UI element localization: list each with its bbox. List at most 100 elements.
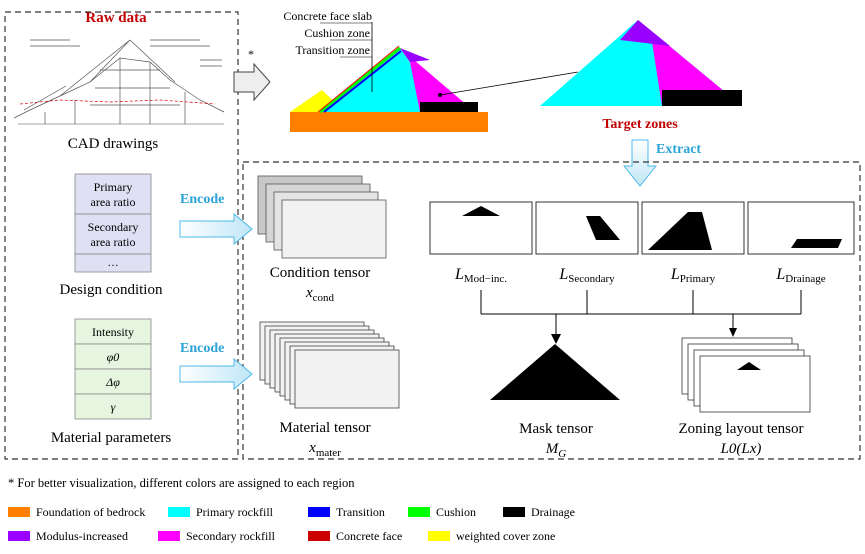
- layer-primary-sub: Primary: [680, 273, 716, 285]
- mask-tensor-shape: [490, 344, 620, 400]
- layer-mod-inc-sub: Mod−inc.: [464, 273, 507, 285]
- legend-label-cushion: Cushion: [436, 504, 477, 519]
- zoning-tensor-stack: [681, 337, 811, 413]
- zoning-tensor-formula: L0(Lx): [720, 441, 762, 457]
- mask-symbol-main: M: [545, 441, 560, 457]
- design-condition-stack: Primary area ratio Secondary area ratio …: [74, 173, 152, 273]
- legend-swatch-concrete-face: [308, 531, 330, 541]
- cad-to-dam-arrow: [233, 62, 271, 102]
- layer-label-secondary: LSecondary: [558, 266, 615, 285]
- legend-swatch-primary-rockfill: [168, 507, 190, 517]
- legend-item-cushion: Cushion: [408, 505, 503, 520]
- legend-row-1: Foundation of bedrock Primary rockfill T…: [8, 500, 858, 524]
- zoning-tensor-label: Zoning layout tensor: [679, 421, 804, 437]
- legend-item-foundation: Foundation of bedrock: [8, 505, 168, 520]
- legend-swatch-modulus-increased: [8, 531, 30, 541]
- layer-drainage-symbol: L: [775, 266, 785, 283]
- layer-box-drainage: [747, 201, 855, 255]
- dam-label-cushion: Cushion zone: [304, 26, 370, 40]
- dam-label-face-slab: Concrete face slab: [283, 9, 372, 23]
- mask-symbol-sub: G: [558, 448, 566, 460]
- legend-swatch-foundation: [8, 507, 30, 517]
- encode-label-condition: Encode: [180, 192, 224, 207]
- legend-item-concrete-face: Concrete face: [308, 529, 428, 544]
- processing-panel: [242, 161, 861, 460]
- legend-item-modulus-increased: Modulus-increased: [8, 529, 158, 544]
- material-tensor-label: Material tensor: [279, 420, 370, 436]
- mask-arrowhead: [551, 334, 561, 344]
- material-item-phi0: φ0: [107, 350, 120, 364]
- condition-symbol-sub: cond: [313, 292, 335, 304]
- condition-symbol-main: x: [305, 285, 313, 301]
- mask-tensor-label: Mask tensor: [519, 421, 593, 437]
- layer-secondary-sub: Secondary: [568, 273, 615, 285]
- legend-label-weighted-cover: weighted cover zone: [456, 528, 556, 543]
- material-parameters-stack: Intensity φ0 Δφ γ: [74, 318, 152, 420]
- legend-label-transition: Transition: [336, 504, 385, 519]
- condition-tensor-label: Condition tensor: [270, 265, 370, 281]
- material-item-gamma: γ: [111, 400, 116, 414]
- zoning-arrowhead: [729, 328, 737, 337]
- layer-secondary-symbol: L: [558, 266, 568, 283]
- material-parameters-label: Material parameters: [51, 430, 172, 446]
- material-tensor-stack: [259, 321, 400, 409]
- layer-box-secondary: [535, 201, 639, 255]
- layer-box-primary: [641, 201, 745, 255]
- legend-swatch-cushion: [408, 507, 430, 517]
- legend: * For better visualization, different co…: [8, 474, 858, 548]
- layer-label-mod-inc: LMod−inc.: [454, 266, 507, 285]
- legend-note: * For better visualization, different co…: [8, 476, 355, 490]
- layer-label-drainage: LDrainage: [775, 266, 825, 285]
- layer-label-primary: LPrimary: [670, 266, 716, 285]
- condition-tensor-stack: [257, 175, 387, 259]
- layer-drainage-sub: Drainage: [785, 273, 825, 285]
- legend-label-modulus-increased: Modulus-increased: [36, 528, 128, 543]
- encode-label-material: Encode: [180, 341, 224, 356]
- layer-mod-inc-symbol: L: [454, 266, 464, 283]
- cad-drawing-image: [13, 28, 225, 128]
- dam-cross-section: [290, 22, 488, 132]
- target-zones-label: Target zones: [602, 117, 678, 132]
- extract-label: Extract: [656, 142, 701, 157]
- mask-tensor-symbol: MG: [545, 441, 567, 460]
- material-tensor-symbol: xmater: [308, 440, 341, 459]
- raw-data-title: Raw data: [85, 10, 147, 26]
- material-item-dphi: Δφ: [105, 375, 120, 389]
- dam-label-transition: Transition zone: [295, 43, 370, 57]
- material-item-intensity: Intensity: [92, 325, 134, 339]
- legend-row-2: Modulus-increased Secondary rockfill Con…: [8, 524, 858, 548]
- design-item-secondary-2: area ratio: [91, 235, 136, 249]
- design-item-primary-2: area ratio: [91, 195, 136, 209]
- extract-arrow: [622, 139, 658, 187]
- layer-box-mod-inc: [429, 201, 533, 255]
- legend-item-secondary-rockfill: Secondary rockfill: [158, 529, 308, 544]
- encode-arrow-material: [179, 357, 253, 391]
- legend-swatch-drainage: [503, 507, 525, 517]
- legend-swatch-transition: [308, 507, 330, 517]
- target-zones-figure: [540, 20, 742, 106]
- asterisk-mark: *: [248, 47, 254, 61]
- legend-item-drainage: Drainage: [503, 505, 623, 520]
- layer-connectors: [480, 290, 802, 336]
- material-symbol-main: x: [308, 440, 316, 456]
- design-item-secondary-1: Secondary: [88, 220, 139, 234]
- cad-drawings-label: CAD drawings: [68, 136, 159, 152]
- legend-label-primary-rockfill: Primary rockfill: [196, 504, 273, 519]
- legend-item-weighted-cover: weighted cover zone: [428, 529, 588, 544]
- legend-label-foundation: Foundation of bedrock: [36, 504, 146, 519]
- layer-primary-symbol: L: [670, 266, 680, 283]
- legend-label-concrete-face: Concrete face: [336, 528, 403, 543]
- material-symbol-sub: mater: [316, 447, 341, 459]
- design-item-ellipsis: …: [108, 257, 119, 269]
- condition-tensor-symbol: xcond: [305, 285, 335, 304]
- legend-label-drainage: Drainage: [531, 504, 575, 519]
- legend-label-secondary-rockfill: Secondary rockfill: [186, 528, 275, 543]
- legend-swatch-weighted-cover: [428, 531, 450, 541]
- design-item-primary-1: Primary: [94, 180, 133, 194]
- legend-item-primary-rockfill: Primary rockfill: [168, 505, 308, 520]
- legend-item-transition: Transition: [308, 505, 408, 520]
- legend-swatch-secondary-rockfill: [158, 531, 180, 541]
- design-condition-label: Design condition: [60, 282, 163, 298]
- encode-arrow-condition: [179, 212, 253, 246]
